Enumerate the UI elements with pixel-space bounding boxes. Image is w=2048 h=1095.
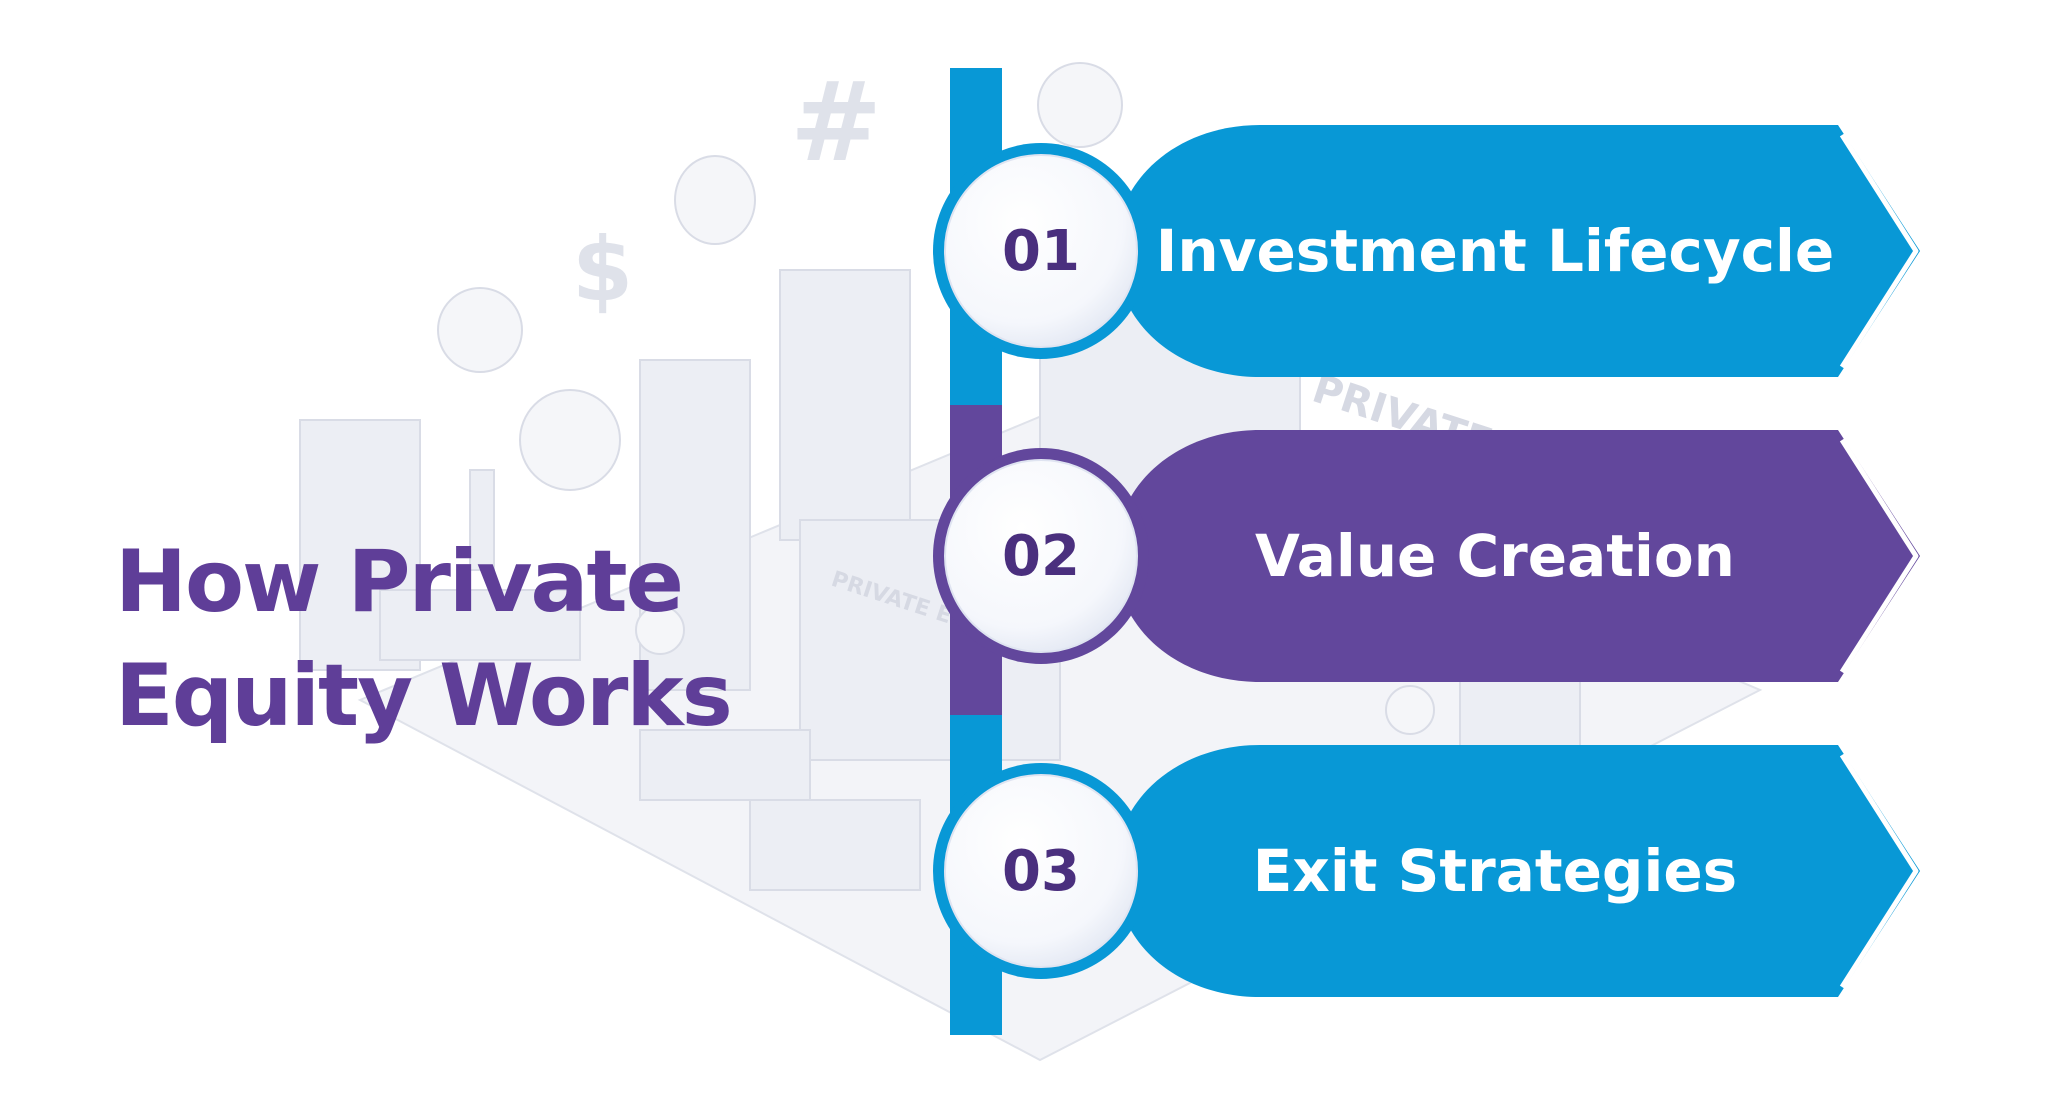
tower-2 (779, 269, 911, 541)
target-icon (1037, 62, 1123, 148)
pie-chart-icon (674, 155, 756, 245)
step-2-shape (933, 430, 1920, 682)
step-1-banner (1115, 125, 1920, 377)
step-2-number: 02 (1002, 523, 1080, 589)
title-line-1: How Private (115, 532, 684, 632)
step-1-badge (944, 154, 1138, 348)
step-3-label: Exit Strategies (1252, 837, 1738, 905)
step-1: 01 Investment Lifecycle (930, 125, 1930, 377)
step-2: 02 Value Creation (930, 430, 1930, 682)
step-3-shape (933, 745, 1920, 997)
step-1-shape (933, 125, 1920, 377)
small-coin-icon (635, 605, 685, 655)
cash-stack-3 (749, 799, 921, 891)
step-3-banner (1115, 745, 1920, 997)
step-1-label: Investment Lifecycle (1155, 217, 1835, 285)
cash-stack-2 (639, 729, 811, 801)
page-title: How Private Equity Works (115, 525, 733, 753)
step-3-badge (944, 774, 1138, 968)
chevron-icon (1839, 753, 1919, 989)
step-2-banner (1115, 430, 1920, 682)
chevron-icon (1839, 438, 1919, 674)
lamp-post (469, 469, 495, 571)
step-2-badge (944, 459, 1138, 653)
lightbulb-icon (519, 389, 621, 491)
step-1-number: 01 (1002, 218, 1080, 284)
step-2-label: Value Creation (1255, 522, 1735, 590)
dollar-sign-icon: $ (572, 218, 633, 321)
step-3: 03 Exit Strategies (930, 745, 1930, 997)
chevron-icon (1839, 133, 1919, 369)
cash-stack-1 (379, 589, 581, 661)
title-line-2: Equity Works (115, 646, 733, 746)
coin-icon-euro (437, 287, 523, 373)
step-3-number: 03 (1002, 838, 1080, 904)
coin-icon (1385, 685, 1435, 735)
hashtag-icon: # (790, 58, 882, 186)
